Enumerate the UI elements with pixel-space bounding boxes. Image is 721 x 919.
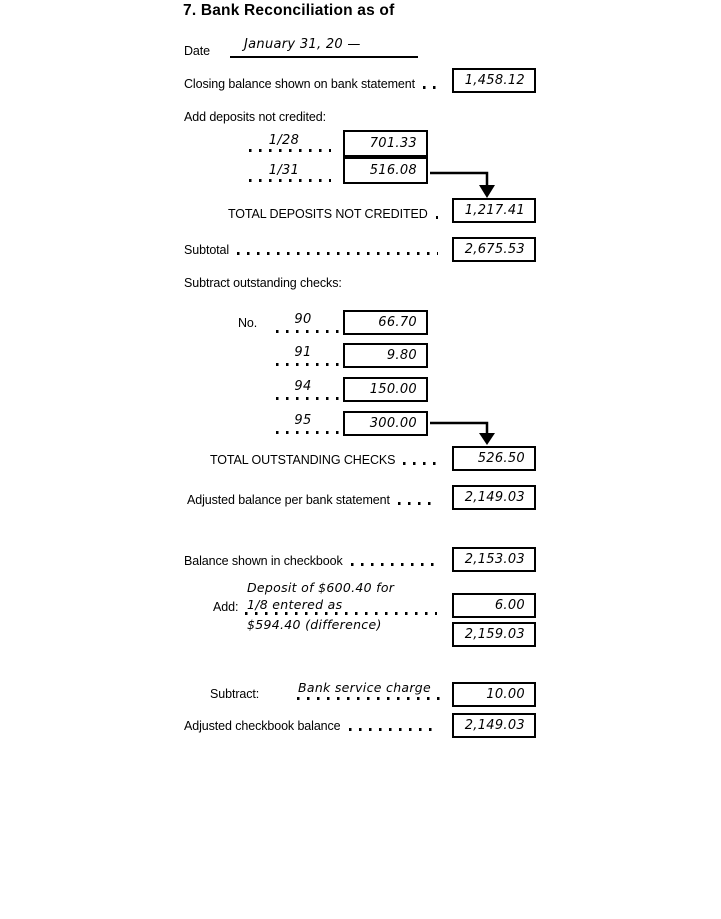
check-amount: 300.00: [369, 416, 417, 431]
check-number: 90: [294, 312, 312, 327]
dot-leader: [422, 86, 438, 89]
total-checks-row: TOTAL OUTSTANDING CHECKS: [210, 453, 440, 467]
deposit-amount-box: 701.33: [343, 130, 428, 157]
flow-arrow-checks-icon: [430, 421, 495, 445]
add-amount-value: 6.00: [494, 598, 525, 613]
add-note-line3: $594.40 (difference): [247, 617, 382, 632]
closing-balance-value: 1,458.12: [464, 73, 525, 88]
adjusted-bank-label: Adjusted balance per bank statement: [187, 493, 390, 507]
adjusted-bank-row: Adjusted balance per bank statement: [187, 493, 440, 507]
flow-arrow-deposits-icon: [430, 171, 495, 198]
deposits-heading: Add deposits not credited:: [184, 110, 326, 124]
add-result-box: 2,159.03: [452, 622, 536, 647]
checks-heading: Subtract outstanding checks:: [184, 276, 342, 290]
total-deposits-label: TOTAL DEPOSITS NOT CREDITED: [228, 207, 428, 221]
check-amount-box: 150.00: [343, 377, 428, 402]
adjusted-bank-box: 2,149.03: [452, 485, 536, 510]
check-no-label: No.: [238, 316, 258, 330]
subtotal-row: Subtotal: [184, 243, 440, 257]
check-amount: 9.80: [386, 348, 417, 363]
checkbook-balance-box: 2,153.03: [452, 547, 536, 572]
checkbook-balance-label: Balance shown in checkbook: [184, 554, 343, 568]
check-amount-box: 9.80: [343, 343, 428, 368]
check-number: 95: [294, 413, 312, 428]
subtract-note: Bank service charge: [298, 680, 432, 695]
adjusted-bank-value: 2,149.03: [464, 490, 525, 505]
dot-leader: [237, 252, 438, 255]
check-number: 94: [294, 379, 312, 394]
check-number: 91: [294, 345, 312, 360]
check-amount: 150.00: [369, 382, 417, 397]
deposit-amount-box: 516.08: [343, 157, 428, 184]
date-label: Date: [184, 44, 211, 58]
dot-leader: [249, 149, 331, 152]
subtotal-value: 2,675.53: [464, 242, 525, 257]
total-deposits-box: 1,217.41: [452, 198, 536, 223]
add-label: Add:: [213, 600, 239, 614]
add-amount-box: 6.00: [452, 593, 536, 618]
subtract-amount-box: 10.00: [452, 682, 536, 707]
dot-leader: [245, 612, 437, 615]
total-deposits-value: 1,217.41: [464, 203, 525, 218]
adjusted-checkbook-label: Adjusted checkbook balance: [184, 719, 341, 733]
dot-leader: [297, 697, 440, 700]
date-underline: [230, 56, 418, 58]
dot-leader: [348, 728, 438, 731]
closing-balance-label: Closing balance shown on bank statement: [184, 77, 415, 91]
subtract-label: Subtract:: [210, 687, 260, 701]
check-amount: 66.70: [378, 315, 417, 330]
closing-balance-row: Closing balance shown on bank statement: [184, 77, 440, 91]
dot-leader: [249, 179, 331, 182]
closing-balance-box: 1,458.12: [452, 68, 536, 93]
page-title: 7. Bank Reconciliation as of: [183, 2, 395, 19]
deposit-date: 1/28: [268, 133, 300, 148]
total-deposits-row: TOTAL DEPOSITS NOT CREDITED: [228, 207, 440, 221]
adjusted-checkbook-value: 2,149.03: [464, 718, 525, 733]
adjusted-checkbook-row: Adjusted checkbook balance: [184, 719, 440, 733]
dot-leader: [350, 563, 438, 566]
add-result-value: 2,159.03: [464, 627, 525, 642]
total-checks-value: 526.50: [477, 451, 525, 466]
add-note-line1: Deposit of $600.40 for: [247, 580, 395, 595]
subtotal-label: Subtotal: [184, 243, 230, 257]
subtotal-box: 2,675.53: [452, 237, 536, 262]
deposit-date: 1/31: [268, 163, 300, 178]
check-amount-box: 300.00: [343, 411, 428, 436]
total-checks-label: TOTAL OUTSTANDING CHECKS: [210, 453, 396, 467]
deposit-amount: 701.33: [369, 136, 417, 151]
dot-leader: [276, 397, 340, 400]
dot-leader: [276, 330, 340, 333]
dot-leader: [397, 502, 438, 505]
add-note-line2: 1/8 entered as: [247, 597, 343, 612]
deposit-amount: 516.08: [369, 163, 417, 178]
checkbook-balance-value: 2,153.03: [464, 552, 525, 567]
checkbook-balance-row: Balance shown in checkbook: [184, 554, 440, 568]
dot-leader: [435, 216, 438, 219]
adjusted-checkbook-box: 2,149.03: [452, 713, 536, 738]
dot-leader: [276, 363, 340, 366]
subtract-amount-value: 10.00: [486, 687, 525, 702]
dot-leader: [276, 431, 340, 434]
date-value: January 31, 20 —: [244, 37, 361, 52]
dot-leader: [403, 462, 438, 465]
check-amount-box: 66.70: [343, 310, 428, 335]
total-checks-box: 526.50: [452, 446, 536, 471]
